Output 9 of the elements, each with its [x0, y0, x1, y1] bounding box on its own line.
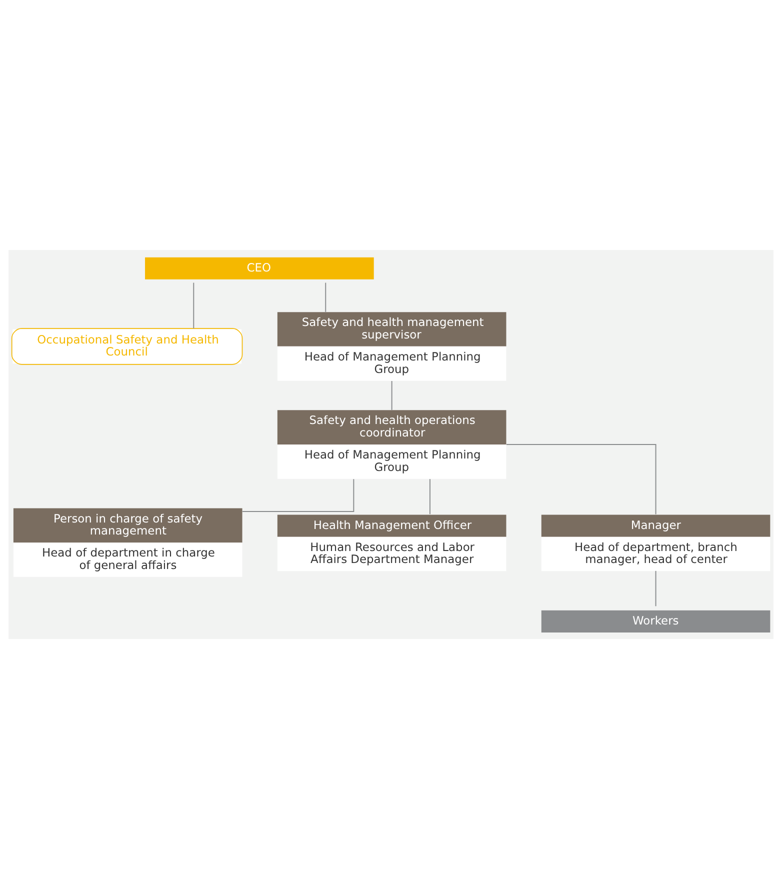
node-box: CEO [145, 256, 374, 279]
connector [429, 478, 430, 514]
connector [242, 478, 354, 512]
connector [193, 282, 194, 328]
connector [391, 380, 392, 410]
connector [506, 444, 656, 514]
connector [325, 282, 326, 312]
connector [655, 570, 656, 606]
node-box: Workers [541, 610, 770, 632]
